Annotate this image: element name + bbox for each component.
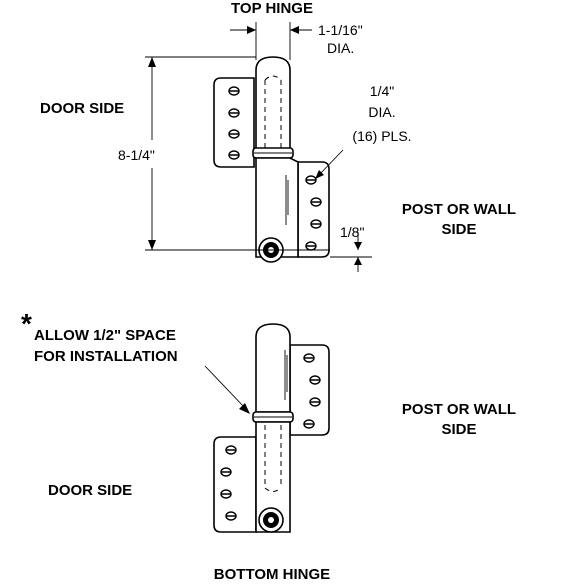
post-side-top-label-line1: POST OR WALL [402,201,516,218]
top-hinge-post-screw-holes [305,175,322,251]
bottom-hinge-post-screw-holes [303,353,321,429]
top-hinge-door-leaf [213,77,255,168]
installation-leader [204,365,246,409]
top-hinge-lower-barrel [255,157,299,258]
bottom-hinge-post-leaf [289,344,330,436]
height-dimension-label: 8-1/4" [118,147,155,163]
bottom-hinge-lower-barrel [255,421,291,533]
top-hinge-hidden-pin [264,75,282,148]
top-hinge-door-screw-holes [228,86,240,160]
diameter-value: 1-1/16" [318,22,363,38]
bottom-hinge-spring-end [258,507,284,533]
door-side-top-label: DOOR SIDE [40,100,124,117]
bottom-hinge [204,323,330,533]
post-side-top-label-line2: SIDE [441,221,476,238]
bottom-hinge-door-leaf [213,436,257,533]
top-hinge-upper-knuckle [255,56,291,151]
post-side-bottom-label-line2: SIDE [441,421,476,438]
top-dimension-lines [145,22,372,272]
installation-note-line2: FOR INSTALLATION [34,348,178,365]
bottom-hinge-hidden-pin [264,425,282,492]
offset-dimension-label: 1/8" [340,224,364,240]
diameter-unit: DIA. [327,40,354,56]
hole-count-label: (16) PLS. [352,128,411,144]
post-side-bottom-label-line1: POST OR WALL [402,401,516,418]
door-side-bottom-label: DOOR SIDE [48,482,132,499]
bottom-hinge-door-screw-holes [220,445,237,521]
top-hinge [213,56,330,263]
hole-size-value: 1/4" [370,83,394,99]
hole-size-unit: DIA. [368,104,395,120]
bottom-hinge-upper-knuckle [255,323,291,413]
installation-note-line1: ALLOW 1/2" SPACE [34,327,176,344]
top-hinge-title: TOP HINGE [231,0,313,17]
bottom-hinge-title: BOTTOM HINGE [214,566,330,583]
installation-asterisk: * [21,308,32,339]
